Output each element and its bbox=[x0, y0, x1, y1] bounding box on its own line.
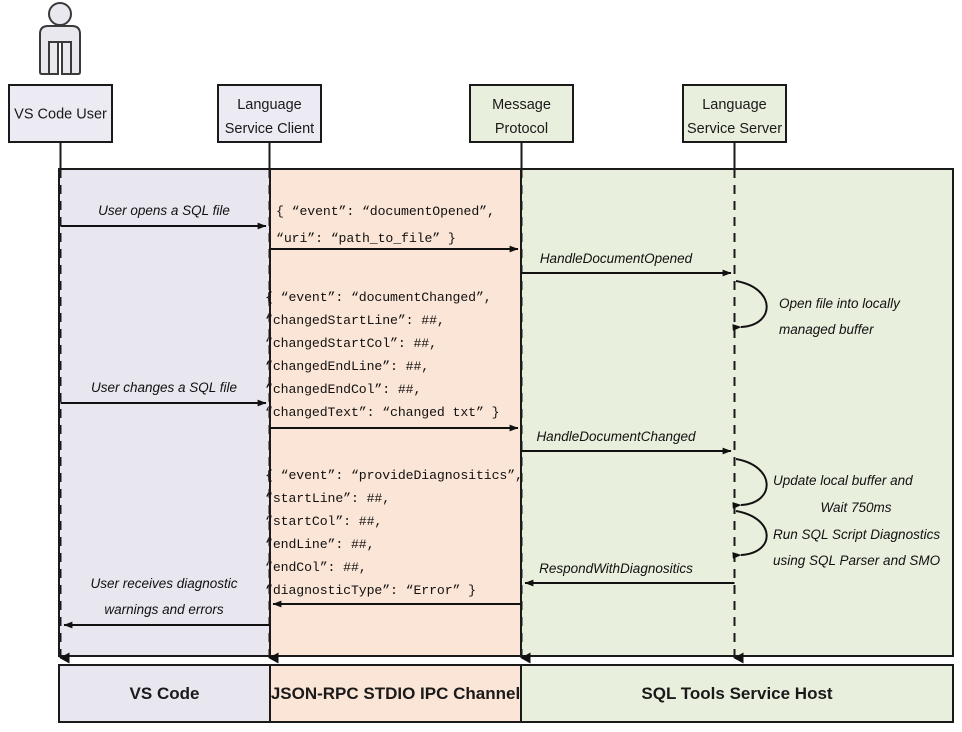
participant-label-language-service-server-line1: Language bbox=[702, 97, 767, 113]
message-label-user-opens: User opens a SQL file bbox=[98, 203, 230, 218]
actor-person-icon bbox=[39, 2, 81, 75]
message-user-receives-diagnostics: User receives diagnostic warnings and er… bbox=[63, 576, 270, 629]
participant-headers: VS Code User Language Service Client Mes… bbox=[8, 84, 787, 143]
band-ipc-rect bbox=[269, 168, 522, 657]
message-label-handle-document-changed: HandleDocumentChanged bbox=[536, 429, 696, 444]
message-label-user-changes: User changes a SQL file bbox=[91, 380, 237, 395]
note-run-diagnostics-line-0: Run SQL Script Diagnostics bbox=[773, 527, 940, 542]
json-document-opened-line-1: “uri”: “path_to_file” } bbox=[276, 231, 456, 246]
note-update-buffer-line-0: Update local buffer and bbox=[773, 473, 913, 488]
message-label-respond-with-diagnositics: RespondWithDiagnositics bbox=[539, 561, 693, 576]
json-document-changed-line-3: “changedEndLine”: ##, bbox=[265, 359, 429, 374]
self-loop-arc-run-diagnostics bbox=[732, 510, 768, 559]
message-label-user-receives-line2: warnings and errors bbox=[104, 602, 224, 617]
lifelines bbox=[59, 142, 744, 664]
note-update-buffer-line-1: Wait 750ms bbox=[820, 500, 891, 515]
participant-label-language-service-client-line2: Service Client bbox=[225, 121, 314, 137]
json-document-opened-block: { “event”: “documentOpened”, “uri”: “pat… bbox=[276, 204, 495, 246]
json-document-changed-line-0: { “event”: “documentChanged”, bbox=[265, 290, 492, 305]
json-document-changed-line-5: “changedText”: “changed txt” } bbox=[265, 405, 499, 420]
json-provide-diagnositics-line-2: “startCol”: ##, bbox=[265, 514, 382, 529]
participant-label-language-service-client-line1: Language bbox=[237, 97, 302, 113]
json-provide-diagnositics-line-5: “diagnosticType”: “Error” } bbox=[265, 583, 476, 598]
self-loop-update-buffer: Update local buffer and Wait 750ms bbox=[732, 458, 913, 515]
band-service-rect bbox=[520, 168, 954, 657]
footer-label-service: SQL Tools Service Host bbox=[641, 684, 832, 703]
note-open-file-line-1: managed buffer bbox=[779, 322, 874, 337]
message-handle-document-changed: HandleDocumentChanged bbox=[521, 429, 732, 455]
footer-box-service[interactable] bbox=[520, 664, 954, 723]
message-handle-document-opened: HandleDocumentOpened bbox=[521, 251, 732, 277]
participant-label-message-protocol-line2: Protocol bbox=[495, 121, 548, 137]
footer-bands: VS Code JSON-RPC STDIO IPC Channel SQL T… bbox=[58, 664, 954, 723]
self-loop-run-diagnostics: Run SQL Script Diagnostics using SQL Par… bbox=[732, 510, 941, 568]
footer-box-vscode[interactable] bbox=[58, 664, 271, 723]
json-document-changed-line-2: “changedStartCol”: ##, bbox=[265, 336, 437, 351]
json-provide-diagnositics-line-0: { “event”: “provideDiagnositics”, bbox=[265, 468, 523, 483]
json-provide-diagnositics-block: { “event”: “provideDiagnositics”, “start… bbox=[265, 468, 523, 598]
json-provide-diagnositics-line-1: “startLine”: ##, bbox=[265, 491, 390, 506]
footer-label-vscode: VS Code bbox=[130, 684, 200, 703]
json-document-opened-line-0: { “event”: “documentOpened”, bbox=[276, 204, 495, 219]
message-label-handle-document-opened: HandleDocumentOpened bbox=[540, 251, 693, 266]
participant-label-language-service-server-line2: Service Server bbox=[687, 121, 782, 137]
note-open-file-line-0: Open file into locally bbox=[779, 296, 901, 311]
self-loop-open-file: Open file into locally managed buffer bbox=[732, 280, 901, 337]
self-loop-arc-open-file bbox=[732, 280, 768, 331]
json-provide-diagnositics-line-4: “endCol”: ##, bbox=[265, 560, 367, 575]
message-respond-with-diagnositics: RespondWithDiagnositics bbox=[524, 561, 735, 587]
json-document-changed-line-4: “changedEndCol”: ##, bbox=[265, 382, 421, 397]
participant-label-vscode-user: VS Code User bbox=[14, 107, 107, 123]
participant-label-message-protocol-line1: Message bbox=[492, 97, 551, 113]
json-document-changed-block: { “event”: “documentChanged”, “changedSt… bbox=[265, 290, 500, 420]
self-loop-arc-update-buffer bbox=[732, 458, 768, 509]
participant-box-vscode-user[interactable] bbox=[8, 84, 113, 143]
json-document-changed-line-1: “changedStartLine”: ##, bbox=[265, 313, 445, 328]
participant-box-message-protocol[interactable] bbox=[469, 84, 574, 143]
message-label-user-receives-line1: User receives diagnostic bbox=[90, 576, 237, 591]
band-vscode-rect bbox=[58, 168, 271, 657]
json-provide-diagnositics-line-3: “endLine”: ##, bbox=[265, 537, 374, 552]
note-run-diagnostics-line-1: using SQL Parser and SMO bbox=[773, 553, 941, 568]
message-user-opens-sql-file: User opens a SQL file bbox=[60, 203, 267, 230]
lifeline-bands bbox=[58, 168, 954, 657]
footer-label-ipc: JSON-RPC STDIO IPC Channel bbox=[271, 684, 520, 703]
message-user-changes-sql-file: User changes a SQL file bbox=[60, 380, 267, 407]
